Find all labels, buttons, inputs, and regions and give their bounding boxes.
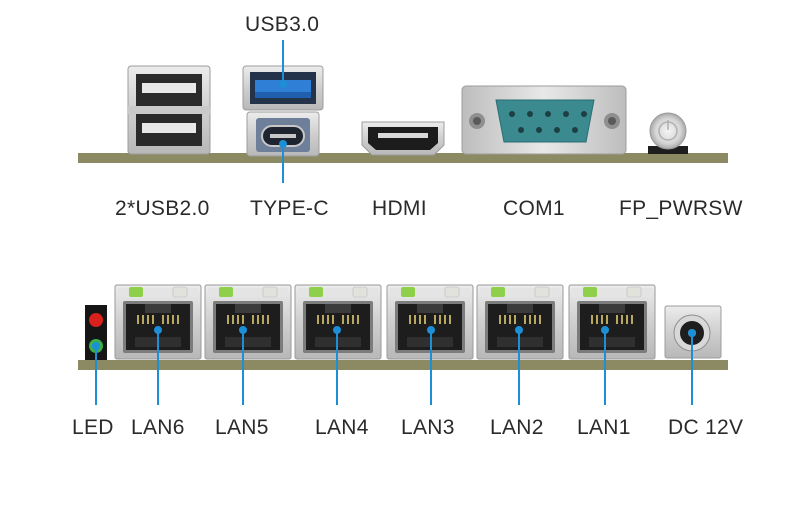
label-fp-pwrsw: FP_PWRSW [619, 197, 743, 220]
typec-port [246, 111, 320, 157]
label-lan4: LAN4 [315, 416, 369, 439]
label-dc-12v: DC 12V [668, 416, 744, 439]
power-switch [648, 112, 688, 154]
usb20-port-stack [127, 65, 211, 155]
lan5-port [204, 284, 292, 360]
label-led: LED [72, 416, 114, 439]
label-lan3: LAN3 [401, 416, 455, 439]
bottom-pcb-edge [78, 360, 728, 370]
label-lan2: LAN2 [490, 416, 544, 439]
label-lan6: LAN6 [131, 416, 185, 439]
label-usb20: 2*USB2.0 [115, 197, 210, 220]
label-typec: TYPE-C [250, 197, 329, 220]
label-hdmi: HDMI [372, 197, 427, 220]
label-lan5: LAN5 [215, 416, 269, 439]
label-com1: COM1 [503, 197, 565, 220]
top-pcb-edge [78, 153, 728, 163]
label-usb30: USB3.0 [245, 13, 320, 36]
com1-port [461, 85, 627, 155]
top-leader-lines [279, 40, 287, 183]
bottom-leader-lines [92, 326, 696, 405]
lan1-port [568, 284, 656, 360]
hdmi-port [361, 121, 445, 156]
status-leds [85, 305, 107, 360]
label-lan1: LAN1 [577, 416, 631, 439]
